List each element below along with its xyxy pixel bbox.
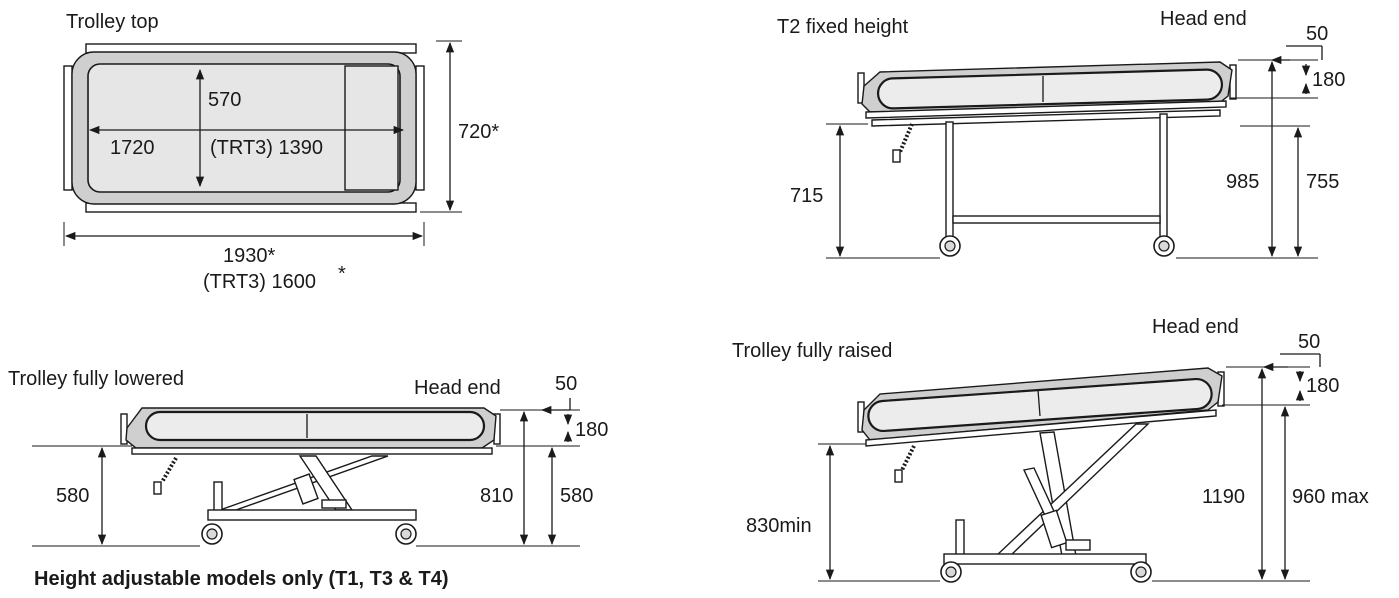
label-960-max: 960 max	[1292, 486, 1369, 508]
label-580-right: 580	[560, 485, 593, 507]
raised-trolley-drawing	[857, 367, 1225, 583]
hydraulic-ram	[293, 473, 319, 505]
mattress	[876, 68, 1224, 110]
label-570: 570	[208, 89, 241, 111]
caption-height-adjustable: Height adjustable models only (T1, T3 & …	[34, 568, 449, 590]
wheel-left-hub	[945, 566, 957, 578]
label-trt3-1390: (TRT3) 1390	[210, 137, 323, 159]
mattress-split	[1037, 389, 1041, 417]
wheel-right-hub	[1135, 566, 1147, 578]
panel-trolley-fully-raised: Trolley fully raised Head end 83	[732, 316, 1369, 583]
wheel-left-hub	[206, 528, 218, 540]
label-180: 180	[1306, 375, 1339, 397]
label-755: 755	[1306, 171, 1339, 193]
hydraulic-hose	[898, 123, 914, 153]
base-frame	[207, 509, 417, 521]
wheel-right-hub	[1158, 240, 1170, 252]
hose-fitting	[153, 481, 162, 495]
deck-frame	[865, 100, 1227, 119]
deck-frame	[131, 447, 493, 455]
panel-title-trolley-top: Trolley top	[66, 11, 159, 33]
label-715: 715	[790, 185, 823, 207]
label-50: 50	[1298, 331, 1320, 353]
pump-block	[321, 499, 347, 509]
label-50: 50	[555, 373, 577, 395]
head-end-label: Head end	[1160, 8, 1247, 30]
panel-t2-fixed-height: T2 fixed height Head end 715	[777, 8, 1345, 259]
label-180: 180	[1312, 69, 1345, 91]
label-1930: 1930*	[223, 245, 275, 267]
column-left	[955, 519, 965, 557]
label-580-left: 580	[56, 485, 89, 507]
label-180: 180	[575, 419, 608, 441]
leg-left	[945, 121, 954, 238]
under-frame	[871, 109, 1221, 127]
panel-trolley-top: Trolley top 570 1720 (TRT3) 1390 720* 19…	[63, 11, 499, 293]
base-frame	[943, 553, 1147, 565]
hose-fitting	[894, 469, 903, 483]
head-end-label: Head end	[414, 377, 501, 399]
base-bar	[952, 215, 1161, 224]
trolley-top-drawing	[63, 43, 425, 213]
wheel-right-hub	[400, 528, 412, 540]
panel-title-trolley-fully-lowered: Trolley fully lowered	[8, 368, 184, 390]
asterisk-mark: *	[338, 263, 346, 285]
mattress	[144, 410, 486, 442]
pump-block	[1065, 539, 1091, 551]
label-830min: 830min	[746, 515, 812, 537]
label-720: 720*	[458, 121, 499, 143]
leg-right	[1159, 113, 1168, 238]
label-50: 50	[1306, 23, 1328, 45]
panel-trolley-fully-lowered: Trolley fully lowered Head end 580	[8, 368, 608, 590]
hydraulic-ram	[1040, 509, 1068, 549]
wheel-left-hub	[944, 240, 956, 252]
panel-title-trolley-fully-raised: Trolley fully raised	[732, 340, 892, 362]
lowered-trolley-drawing	[120, 407, 501, 545]
head-section	[344, 65, 399, 191]
hydraulic-hose	[160, 456, 178, 484]
label-810: 810	[480, 485, 513, 507]
head-end-label: Head end	[1152, 316, 1239, 338]
end-bumper-left	[63, 65, 73, 191]
panel-title-t2-fixed-height: T2 fixed height	[777, 16, 909, 38]
label-trt3-1600: (TRT3) 1600	[203, 271, 316, 293]
label-1720: 1720	[110, 137, 155, 159]
hydraulic-hose	[900, 445, 916, 471]
column-left	[213, 481, 223, 513]
label-1190: 1190	[1202, 486, 1245, 508]
end-bumper-right	[415, 65, 425, 191]
label-985: 985	[1226, 171, 1259, 193]
mattress	[867, 377, 1213, 433]
hose-fitting	[892, 149, 901, 163]
t2-trolley-drawing	[857, 61, 1237, 257]
